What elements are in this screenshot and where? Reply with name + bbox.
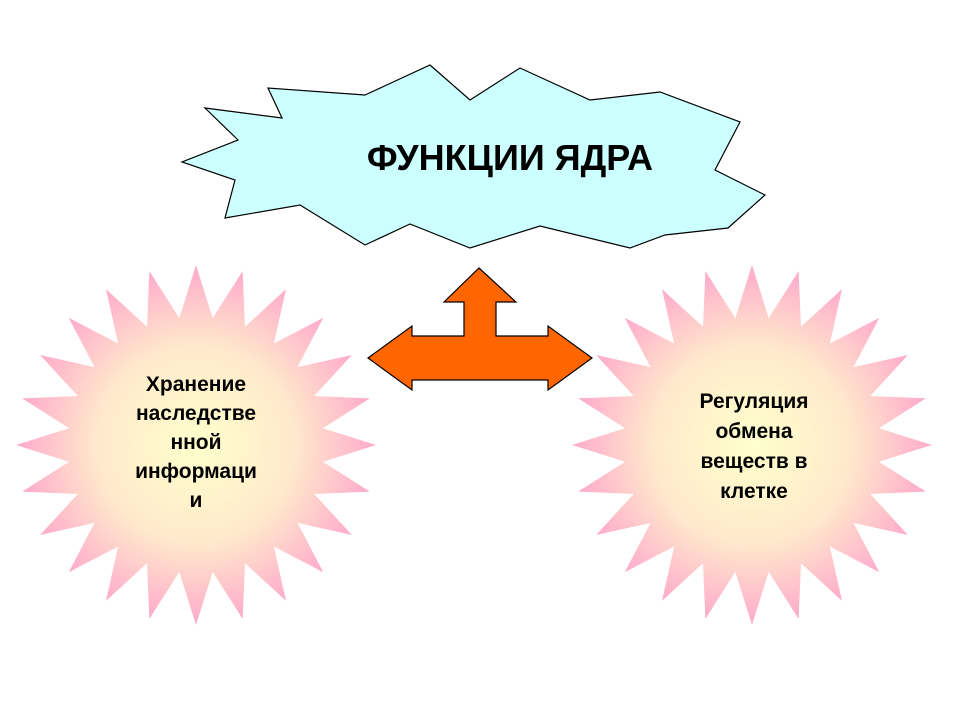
diagram-title: ФУНКЦИИ ЯДРА <box>366 137 654 178</box>
right-function-label: Регуляция обмена веществ в клетке <box>699 390 809 503</box>
left-starburst-shape <box>16 265 376 625</box>
title-burst-shape <box>180 64 767 249</box>
three-way-arrow <box>366 267 594 392</box>
right-starburst-shape <box>572 265 932 625</box>
left-function-label: Хранение наследстве нной информаци и <box>135 373 257 512</box>
